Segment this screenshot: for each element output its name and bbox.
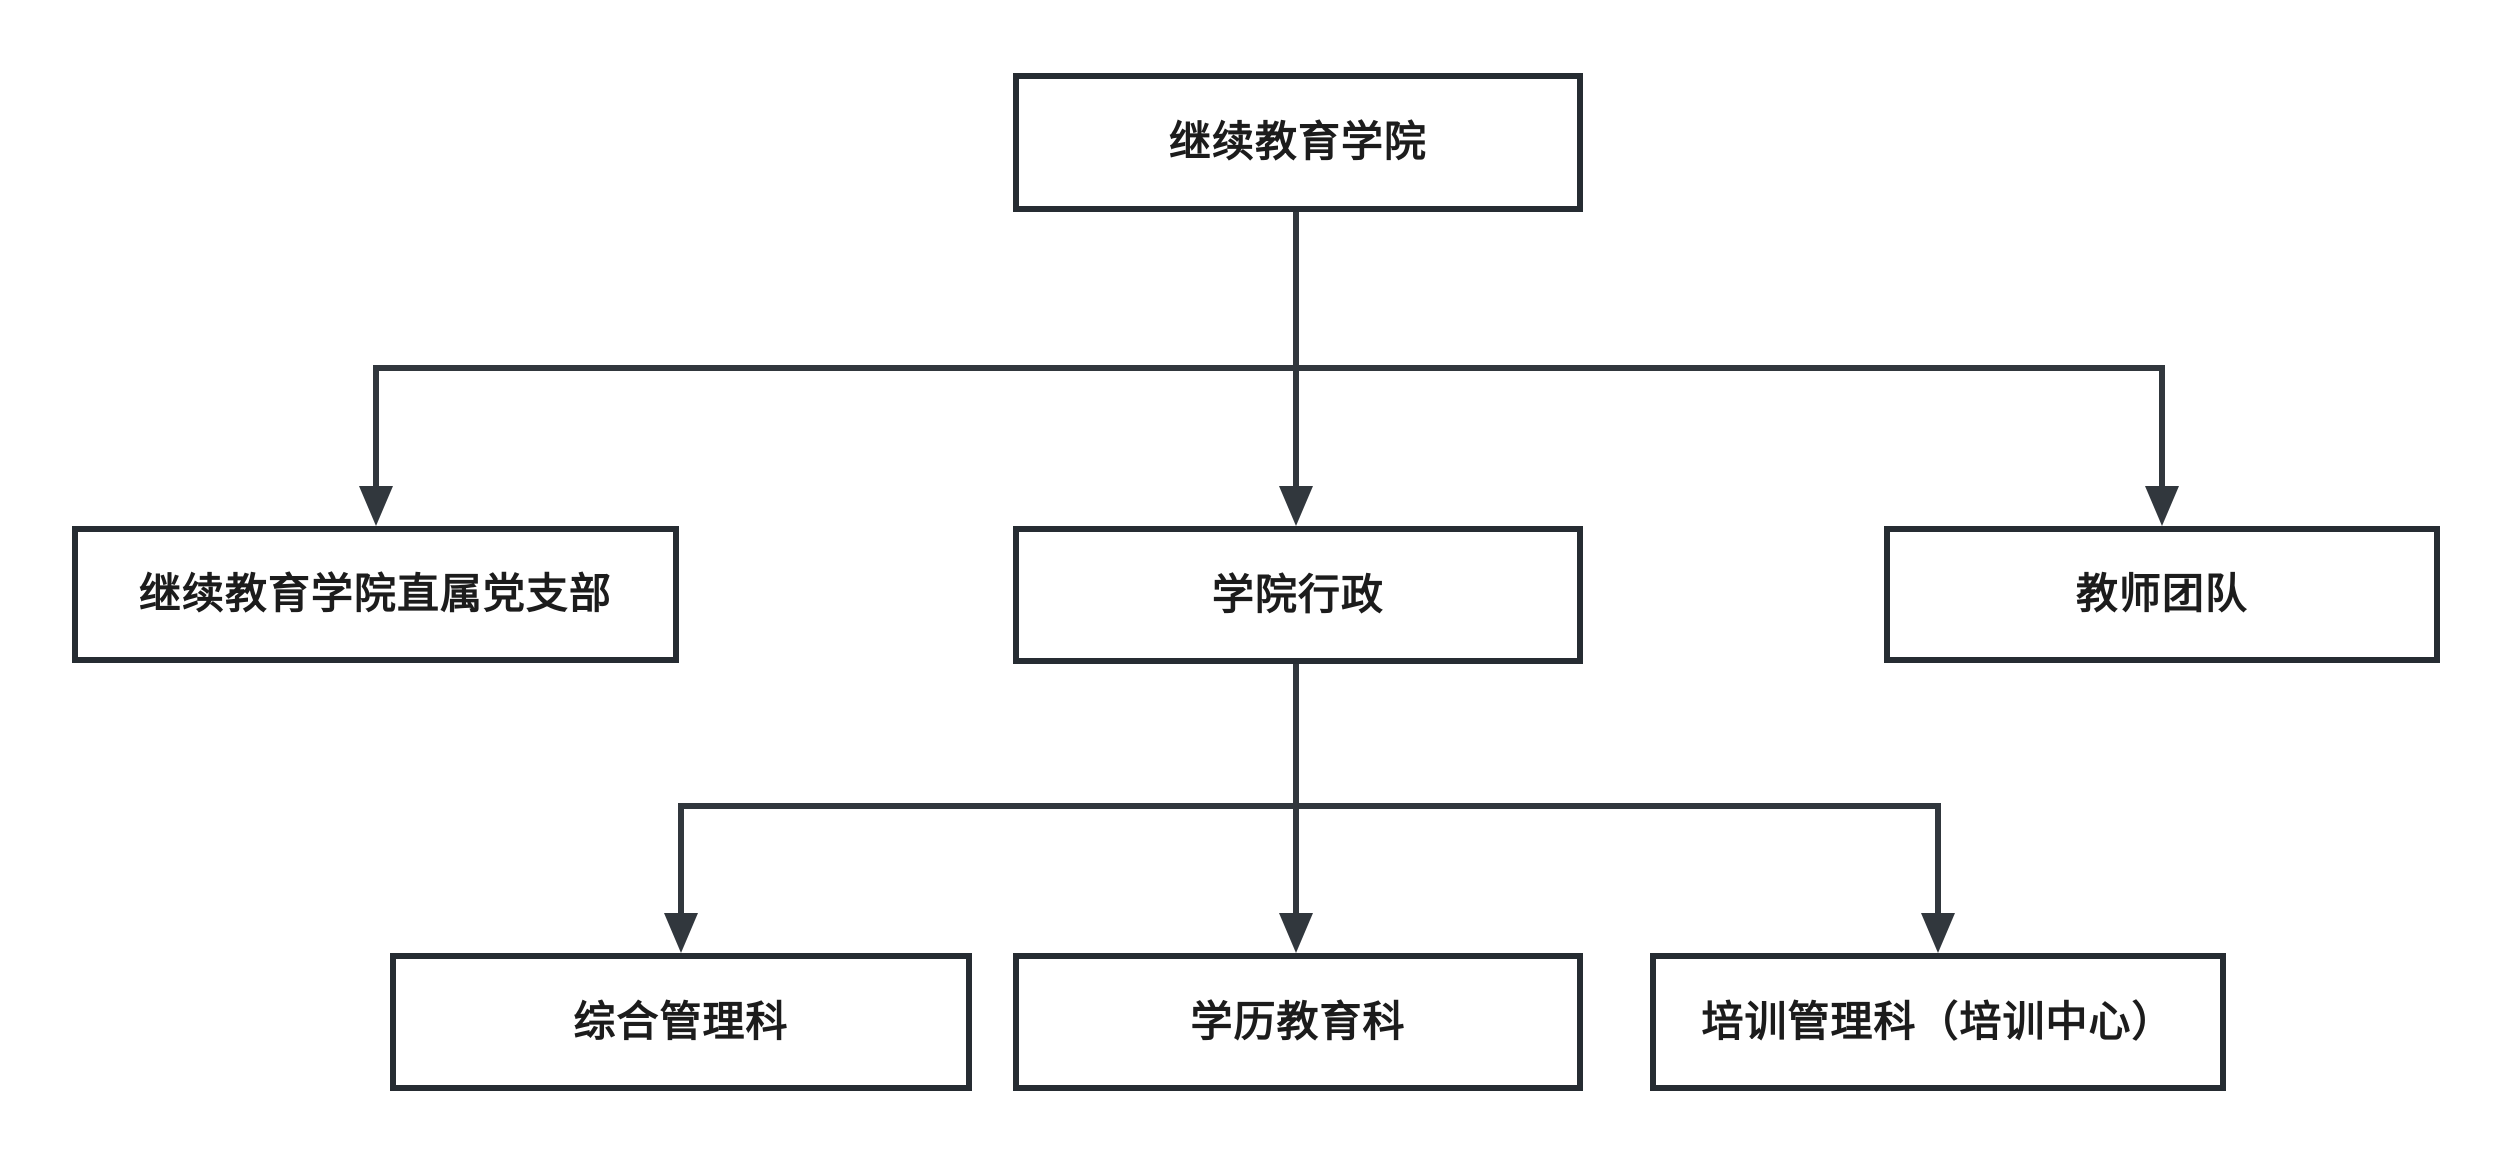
connector-admin-to-level3 — [678, 664, 1941, 919]
org-node-party-branch: 继续教育学院直属党支部 — [72, 526, 679, 663]
org-node-teacher-team: 教师团队 — [1884, 526, 2440, 663]
connector-admin-to-level3-arrowheads — [664, 913, 1955, 953]
org-node-label: 教师团队 — [2075, 570, 2248, 618]
org-node-root: 继续教育学院 — [1013, 73, 1583, 212]
org-node-label: 继续教育学院 — [1168, 118, 1427, 166]
org-node-training-management: 培训管理科（培训中心） — [1650, 953, 2226, 1091]
connector-root-to-level2 — [373, 212, 2165, 492]
org-node-label: 综合管理科 — [573, 997, 789, 1045]
org-node-label: 继续教育学院直属党支部 — [138, 570, 612, 618]
connector-root-to-level2-arrowheads — [359, 486, 2179, 526]
org-node-label: 学院行政 — [1211, 570, 1384, 618]
org-node-administration: 学院行政 — [1013, 526, 1583, 664]
org-node-academic-education: 学历教育科 — [1013, 953, 1583, 1091]
org-node-general-management: 综合管理科 — [390, 953, 972, 1091]
org-node-label: 学历教育科 — [1190, 997, 1406, 1045]
org-node-label: 培训管理科（培训中心） — [1701, 997, 2175, 1045]
